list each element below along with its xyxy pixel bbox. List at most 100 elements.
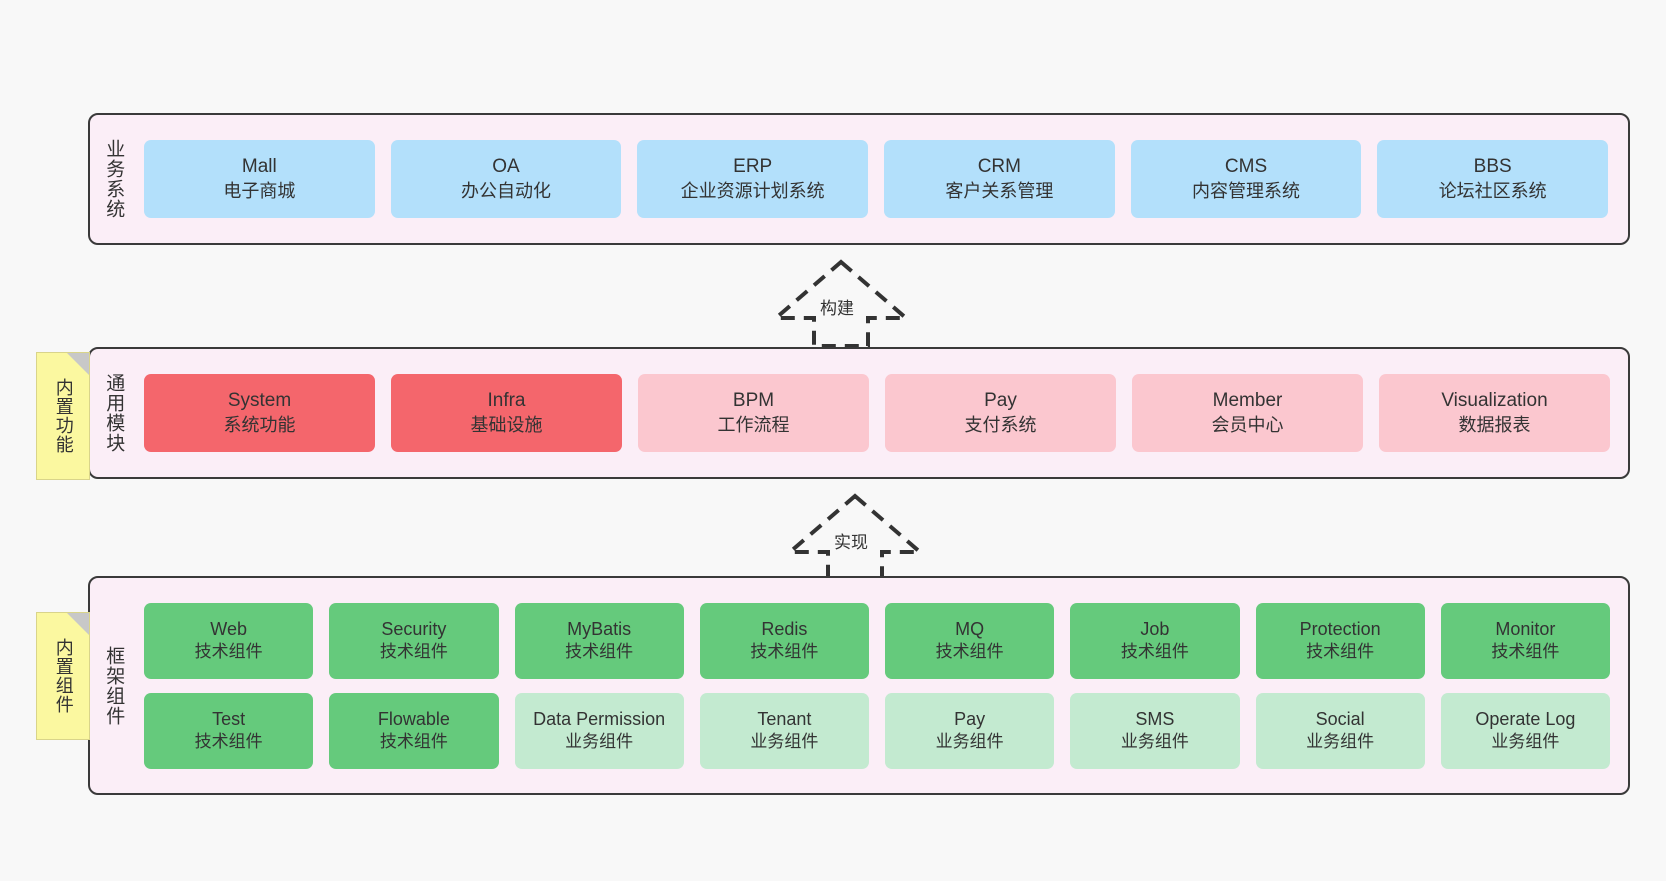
card-title-cn: 技术组件 <box>379 732 448 752</box>
card-title-cn: 技术组件 <box>935 642 1004 662</box>
card-system[interactable]: System 系统功能 <box>144 374 375 452</box>
card-title-cn: 客户关系管理 <box>945 180 1054 201</box>
card-pay[interactable]: Pay 支付系统 <box>885 374 1116 452</box>
card-title-cn: 会员中心 <box>1211 414 1284 435</box>
card-title-en: Infra <box>487 390 526 412</box>
card-title-cn: 业务组件 <box>1306 732 1375 752</box>
card-title-en: CMS <box>1224 156 1268 178</box>
card-bpm[interactable]: BPM 工作流程 <box>638 374 869 452</box>
card-monitor[interactable]: Monitor 技术组件 <box>1440 602 1610 679</box>
card-redis[interactable]: Redis 技术组件 <box>699 602 869 679</box>
layer-body-common-modules: System 系统功能 Infra 基础设施 BPM 工作流程 Pay 支付系统… <box>136 349 1628 477</box>
card-title-en: ERP <box>733 156 773 178</box>
card-title-cn: 业务组件 <box>1120 732 1189 752</box>
layer-title-business-system: 业务系统 <box>103 139 125 219</box>
card-title-cn: 数据报表 <box>1458 414 1531 435</box>
card-title-cn: 技术组件 <box>194 642 263 662</box>
layer-business-system: 业务系统 Mall 电子商城 OA 办公自动化 ERP 企业资源计划系统 CRM… <box>88 113 1630 245</box>
card-title-cn: 工作流程 <box>717 414 790 435</box>
card-title-en: Tenant <box>757 709 812 730</box>
card-title-cn: 电子商城 <box>223 180 296 201</box>
card-title-en: Protection <box>1299 619 1381 640</box>
card-title-cn: 内容管理系统 <box>1192 180 1301 201</box>
card-title-en: OA <box>492 156 520 178</box>
card-tenant[interactable]: Tenant 业务组件 <box>699 692 869 769</box>
layer-title-framework-components: 框架组件 <box>103 645 125 726</box>
sticky-note-label: 内置组件 <box>53 638 74 714</box>
card-title-en: SMS <box>1135 709 1175 730</box>
card-title-cn: 论坛社区系统 <box>1438 180 1547 201</box>
card-mall[interactable]: Mall 电子商城 <box>144 140 375 218</box>
card-visualization[interactable]: Visualization 数据报表 <box>1379 374 1610 452</box>
layer-common-modules: 通用模块 System 系统功能 Infra 基础设施 BPM 工作流程 Pay… <box>88 347 1630 479</box>
card-title-en: Operate Log <box>1475 709 1576 730</box>
card-title-cn: 业务组件 <box>1491 732 1560 752</box>
relation-label-implement: 实现 <box>834 533 868 552</box>
card-title-en: Member <box>1212 390 1283 412</box>
card-title-cn: 系统功能 <box>223 414 296 435</box>
sticky-note-label: 内置功能 <box>53 378 74 454</box>
card-title-cn: 基础设施 <box>470 414 543 435</box>
card-title-cn: 办公自动化 <box>461 180 551 201</box>
card-title-en: MyBatis <box>567 619 632 640</box>
card-title-en: Monitor <box>1495 619 1556 640</box>
card-row: Mall 电子商城 OA 办公自动化 ERP 企业资源计划系统 CRM 客户关系… <box>144 140 1609 218</box>
card-title-en: System <box>227 390 292 412</box>
card-title-cn: 企业资源计划系统 <box>680 180 825 201</box>
card-title-en: Mall <box>241 156 277 178</box>
card-web[interactable]: Web 技术组件 <box>144 602 314 679</box>
card-title-en: BPM <box>732 390 775 412</box>
card-erp[interactable]: ERP 企业资源计划系统 <box>637 140 869 218</box>
card-crm[interactable]: CRM 客户关系管理 <box>884 140 1115 218</box>
card-title-cn: 业务组件 <box>565 732 634 752</box>
card-title-en: Social <box>1315 709 1365 730</box>
card-title-en: Web <box>210 619 247 640</box>
card-title-en: Pay <box>984 390 1017 412</box>
card-bbs[interactable]: BBS 论坛社区系统 <box>1377 140 1609 218</box>
sticky-note-builtin-function: 内置功能 <box>36 352 90 480</box>
card-row: Test 技术组件 Flowable 技术组件 Data Permission … <box>144 692 1610 769</box>
card-pay-business[interactable]: Pay 业务组件 <box>885 692 1055 769</box>
card-infra[interactable]: Infra 基础设施 <box>391 374 622 452</box>
card-title-en: MQ <box>955 619 985 640</box>
card-title-cn: 技术组件 <box>379 642 448 662</box>
card-cms[interactable]: CMS 内容管理系统 <box>1130 140 1362 218</box>
layer-title-common-modules: 通用模块 <box>103 373 125 453</box>
layer-body-business-system: Mall 电子商城 OA 办公自动化 ERP 企业资源计划系统 CRM 客户关系… <box>136 115 1628 243</box>
card-title-en: Test <box>212 709 246 730</box>
card-title-en: Redis <box>761 619 808 640</box>
card-row: System 系统功能 Infra 基础设施 BPM 工作流程 Pay 支付系统… <box>144 374 1610 452</box>
card-oa[interactable]: OA 办公自动化 <box>390 140 622 218</box>
relation-label-build: 构建 <box>820 299 854 318</box>
card-title-en: Flowable <box>377 709 450 730</box>
card-title-en: Data Permission <box>533 709 666 730</box>
layer-framework-components: 框架组件 Web 技术组件 Security 技术组件 MyBatis 技术组件… <box>88 576 1630 795</box>
card-title-cn: 业务组件 <box>750 732 819 752</box>
card-title-cn: 技术组件 <box>565 642 634 662</box>
card-social[interactable]: Social 业务组件 <box>1255 692 1425 769</box>
card-protection[interactable]: Protection 技术组件 <box>1255 602 1425 679</box>
card-operate-log[interactable]: Operate Log 业务组件 <box>1440 692 1610 769</box>
card-security[interactable]: Security 技术组件 <box>329 602 499 679</box>
card-title-en: Pay <box>954 709 986 730</box>
card-row: Web 技术组件 Security 技术组件 MyBatis 技术组件 Redi… <box>144 602 1610 679</box>
relation-implement: 实现 <box>770 492 940 582</box>
card-job[interactable]: Job 技术组件 <box>1070 602 1240 679</box>
dashed-up-arrow-icon <box>770 259 912 348</box>
card-title-cn: 支付系统 <box>964 414 1037 435</box>
card-data-permission[interactable]: Data Permission 业务组件 <box>514 692 684 769</box>
relation-build: 构建 <box>756 258 926 348</box>
card-mq[interactable]: MQ 技术组件 <box>885 602 1055 679</box>
card-sms[interactable]: SMS 业务组件 <box>1070 692 1240 769</box>
card-title-cn: 技术组件 <box>1491 642 1560 662</box>
card-title-en: Security <box>381 619 447 640</box>
card-test[interactable]: Test 技术组件 <box>144 692 314 769</box>
card-member[interactable]: Member 会员中心 <box>1132 374 1363 452</box>
card-mybatis[interactable]: MyBatis 技术组件 <box>514 602 684 679</box>
card-title-cn: 技术组件 <box>194 732 263 752</box>
card-title-cn: 业务组件 <box>935 732 1004 752</box>
card-title-cn: 技术组件 <box>1306 642 1375 662</box>
card-flowable[interactable]: Flowable 技术组件 <box>329 692 499 769</box>
card-title-en: Job <box>1140 619 1170 640</box>
sticky-note-builtin-component: 内置组件 <box>36 612 90 740</box>
